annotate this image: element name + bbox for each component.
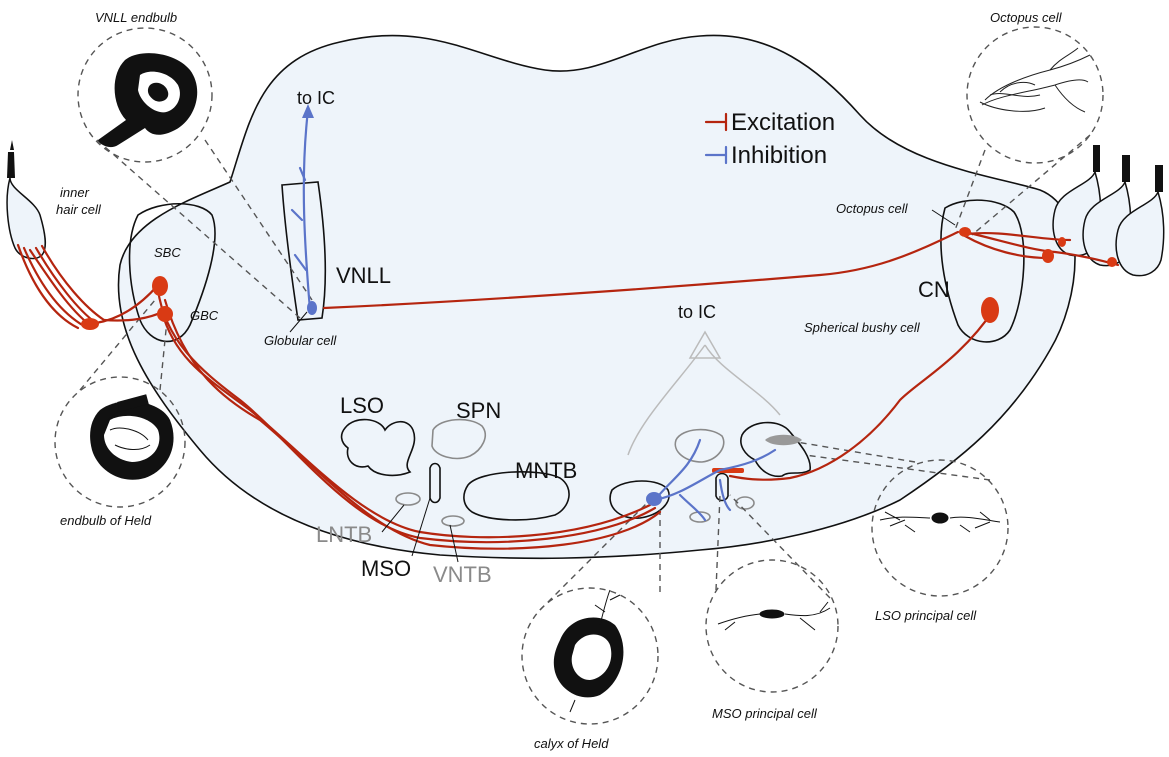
right-lntb-nucleus	[735, 496, 755, 510]
spherical-bushy-cell-label: Spherical bushy cell	[804, 320, 921, 335]
lso-principal-cell-label: LSO principal cell	[875, 608, 977, 623]
octopus-cell-top-label: Octopus cell	[990, 10, 1063, 25]
calyx-of-held-sketch	[553, 589, 624, 713]
lntb-nucleus	[395, 492, 421, 506]
endbulb-of-held-label: endbulb of Held	[60, 513, 152, 528]
mso-principal-cell-circle	[705, 559, 839, 693]
label-leaders	[289, 209, 956, 563]
inhibitory-synapses	[307, 301, 662, 506]
brainstem-outline	[117, 34, 1076, 560]
inner-hair-cell-label-line2: hair cell	[56, 202, 102, 217]
right-cn-outline	[940, 199, 1025, 343]
right-mntb-nucleus	[609, 480, 670, 519]
to-ic-arrowhead-blue	[302, 104, 314, 118]
inner-hair-cell-label-line1: inner	[60, 185, 90, 200]
excitation-legend-label: Excitation	[731, 109, 835, 136]
vnll-label: VNLL	[336, 263, 391, 288]
lso-principal-cell-circle	[871, 459, 1009, 597]
mntb-nucleus	[463, 471, 570, 521]
to-ic-right-label: to IC	[678, 302, 716, 322]
endbulb-of-held-circle	[54, 376, 186, 508]
lso-principal-cell-sketch	[879, 511, 1001, 533]
right-spn-nucleus	[674, 428, 725, 463]
lso-gray-cell	[765, 434, 802, 446]
to-ic-gray-arrowhead	[688, 330, 722, 359]
mntb-label: MNTB	[515, 458, 577, 483]
octopus-cell-label: Octopus cell	[836, 201, 909, 216]
vnll-outline	[281, 181, 326, 321]
vnll-endbulb-circle	[77, 27, 213, 163]
right-mso-nucleus	[715, 472, 729, 502]
to-ic-gray-arrow	[627, 344, 781, 456]
left-inner-hair-cell	[6, 140, 47, 260]
right-lso-nucleus	[740, 421, 811, 478]
lso-label: LSO	[340, 393, 384, 418]
gbc-label: GBC	[190, 308, 219, 323]
globular-cell-label: Globular cell	[264, 333, 337, 348]
to-ic-left-label: to IC	[297, 88, 335, 108]
sbc-label: SBC	[154, 245, 181, 260]
mso-principal-cell-label: MSO principal cell	[712, 706, 818, 721]
lntb-label: LNTB	[316, 522, 372, 547]
calyx-of-held-circle	[521, 587, 659, 725]
endbulb-of-held-sketch	[90, 394, 174, 480]
spn-nucleus	[431, 418, 486, 460]
vnll-endbulb-label: VNLL endbulb	[95, 10, 177, 25]
mso-nucleus	[429, 462, 441, 504]
octopus-cell-circle	[966, 26, 1104, 164]
vnll-endbulb-sketch	[98, 53, 198, 148]
vntb-nucleus	[441, 515, 465, 527]
excitation-pathways	[16, 230, 1120, 550]
mso-principal-cell-sketch	[717, 601, 831, 631]
legend: Excitation Inhibition	[704, 109, 835, 169]
vntb-label: VNTB	[433, 562, 492, 587]
mso-label: MSO	[361, 556, 411, 581]
right-inner-hair-cells	[1052, 145, 1165, 277]
spn-label: SPN	[456, 398, 501, 423]
inhibition-legend-label: Inhibition	[731, 142, 827, 169]
inhibition-legend-icon	[704, 145, 728, 165]
left-cn-outline	[128, 202, 216, 343]
excitation-legend-icon	[704, 112, 728, 132]
lso-nucleus	[340, 418, 416, 477]
cn-label: CN	[918, 277, 950, 302]
calyx-of-held-label: calyx of Held	[534, 736, 609, 751]
octopus-cell-sketch	[979, 47, 1091, 113]
